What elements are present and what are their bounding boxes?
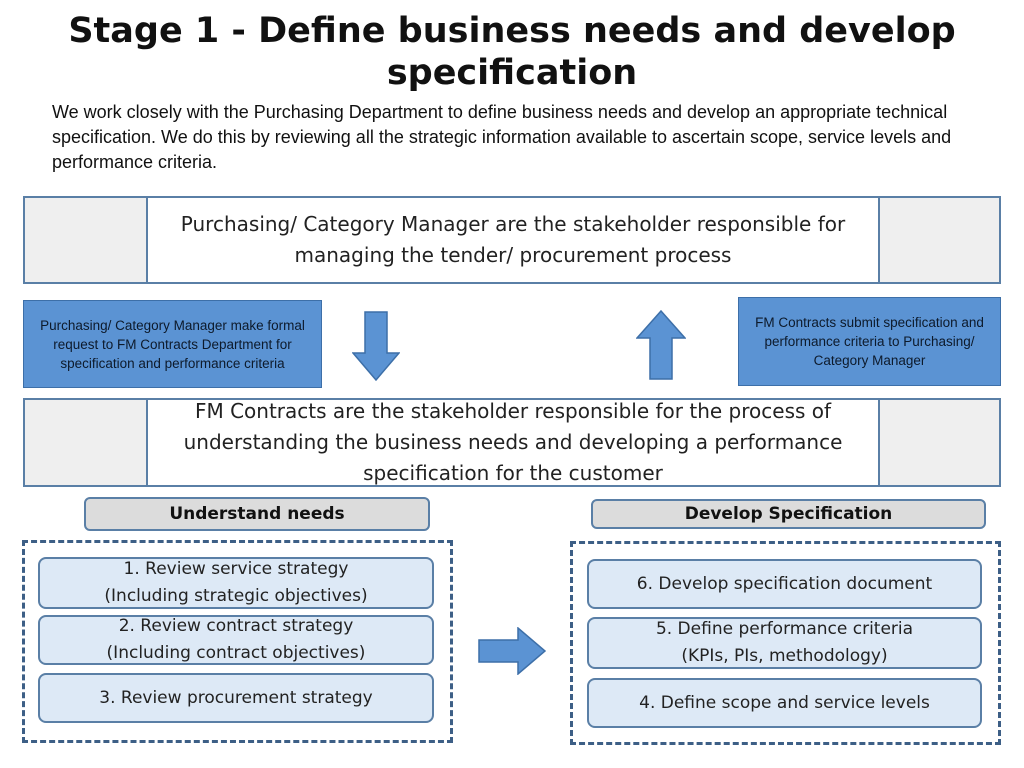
band-left-cell (25, 198, 146, 282)
band-right-cell (878, 400, 999, 485)
down-arrow-icon (352, 311, 400, 381)
develop-specification-header: Develop Specification (591, 499, 986, 529)
purchasing-responsibility-text: Purchasing/ Category Manager are the sta… (146, 198, 878, 282)
formal-request-box: Purchasing/ Category Manager make formal… (23, 300, 322, 388)
submit-specification-box: FM Contracts submit specification and pe… (738, 297, 1001, 386)
understand-needs-header: Understand needs (84, 497, 430, 531)
step-define-performance-criteria: 5. Define performance criteria (KPIs, PI… (587, 617, 982, 669)
step-define-scope-service-levels: 4. Define scope and service levels (587, 678, 982, 728)
fm-contracts-responsibility-text: FM Contracts are the stakeholder respons… (146, 399, 878, 485)
page-title: Stage 1 - Define business needs and deve… (68, 11, 956, 93)
understand-needs-group (22, 540, 453, 743)
up-arrow-icon (636, 310, 686, 380)
step-develop-specification-document: 6. Develop specification document (587, 559, 982, 609)
intro-paragraph: We work closely with the Purchasing Depa… (52, 102, 952, 172)
step-review-procurement-strategy: 3. Review procurement strategy (38, 673, 434, 723)
right-arrow-icon (478, 627, 546, 675)
band-right-cell (878, 198, 999, 282)
fm-contracts-responsibility-band: FM Contracts are the stakeholder respons… (23, 398, 1001, 487)
purchasing-responsibility-band: Purchasing/ Category Manager are the sta… (23, 196, 1001, 284)
develop-specification-group (570, 541, 1001, 745)
step-review-service-strategy: 1. Review service strategy (Including st… (38, 557, 434, 609)
step-review-contract-strategy: 2. Review contract strategy (Including c… (38, 615, 434, 665)
band-left-cell (25, 400, 146, 485)
